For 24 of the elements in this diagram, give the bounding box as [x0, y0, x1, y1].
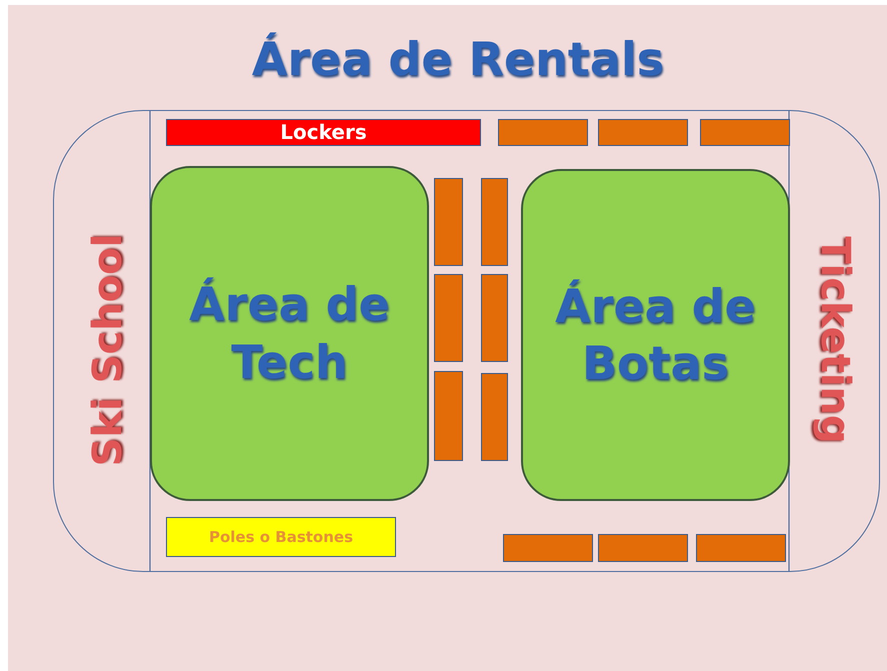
rack-block [598, 534, 688, 562]
rack-block [503, 534, 593, 562]
rack-block [481, 373, 508, 461]
rack-block [481, 274, 508, 362]
rental-area [521, 169, 790, 501]
rack-block [498, 119, 588, 146]
area-label: Lockers [280, 120, 367, 145]
zone-label: Ticketing [812, 236, 858, 444]
rack-block [700, 119, 790, 146]
poles-area [166, 517, 396, 557]
area-label: Área de Tech [188, 276, 391, 390]
lockers-area [166, 119, 481, 146]
title: Área de Rentals [252, 32, 664, 86]
rack-block [434, 274, 463, 362]
rack-block [434, 178, 463, 266]
rack-block [598, 119, 688, 146]
rack-block [696, 534, 786, 562]
area-label: Poles o Bastones [208, 528, 354, 546]
rack-block [434, 371, 463, 461]
zone-label: Ski School [85, 234, 131, 466]
area-label: Área de Botas [554, 278, 757, 392]
rack-block [481, 178, 508, 266]
rental-area [150, 166, 429, 501]
floor-outline [53, 110, 880, 572]
